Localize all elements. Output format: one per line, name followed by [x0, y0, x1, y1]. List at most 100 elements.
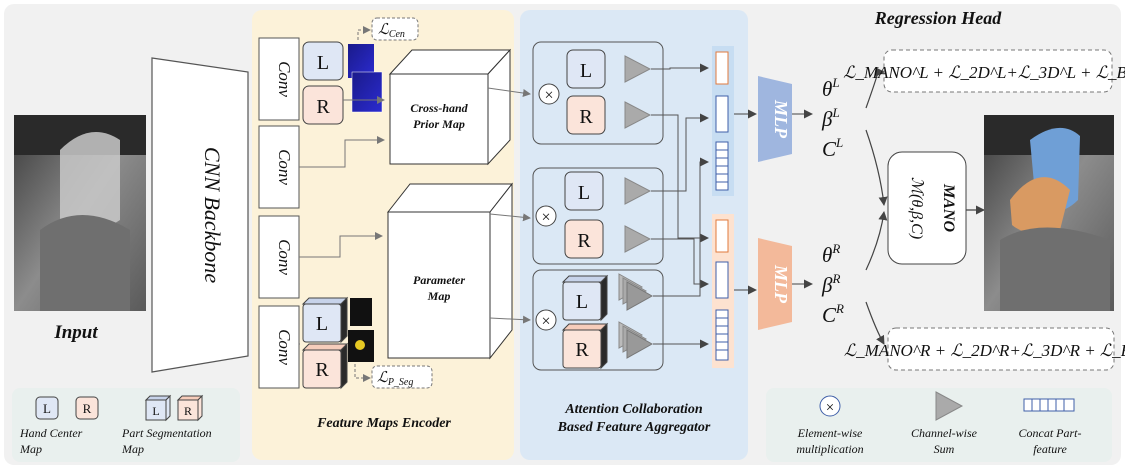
encoder-caption: Feature Maps Encoder — [316, 416, 451, 431]
regression-head-label: Regression Head — [874, 8, 1003, 28]
svg-text:R: R — [577, 230, 591, 252]
mlp-left: MLP — [758, 76, 792, 162]
legend-part-seg: L R Part Segmentation Map — [121, 394, 212, 456]
heatmap-right — [351, 71, 383, 113]
arrow-param-to-agg2 — [489, 315, 531, 324]
params-right: θR βR CR — [821, 241, 844, 327]
aggregator-caption-2: Based Feature Aggregator — [557, 420, 711, 435]
loss-seg-label: ℒP_Seg — [377, 370, 413, 388]
svg-text:Cross-hand: Cross-hand — [410, 101, 468, 115]
svg-text:Map: Map — [427, 289, 451, 303]
backbone-label: CNN Backbone — [200, 147, 225, 283]
legend-elementwise: × Element-wise multiplication — [796, 395, 864, 456]
svg-text:Prior Map: Prior Map — [413, 117, 465, 131]
svg-text:MLP: MLP — [771, 99, 791, 139]
svg-text:L: L — [317, 52, 329, 74]
svg-text:R: R — [579, 106, 593, 128]
svg-text:ℳ(θ,β,C): ℳ(θ,β,C) — [908, 177, 925, 239]
cnn-backbone-shape — [151, 57, 249, 373]
aggregator-connections — [651, 63, 709, 349]
arrow-conv2-to-prior — [299, 136, 385, 168]
svg-text:Parameter: Parameter — [413, 273, 465, 287]
cross-hand-prior-cube: Cross-hand Prior Map — [388, 48, 512, 166]
svg-text:R: R — [316, 96, 330, 118]
legend-concat: Concat Part- feature — [1019, 398, 1082, 456]
svg-text:Conv: Conv — [275, 149, 294, 185]
hand-center-right-box: R — [302, 85, 344, 125]
svg-text:βL: βL — [821, 105, 840, 131]
params-left: θL βL CL — [821, 75, 843, 161]
legend-channel-sum: Channel-wise Sum — [911, 391, 978, 456]
svg-text:Map: Map — [19, 442, 42, 456]
svg-text:Element-wise: Element-wise — [797, 426, 863, 440]
svg-text:×: × — [541, 313, 550, 330]
loss-box-left — [883, 49, 1113, 93]
arrow-prior-to-agg — [487, 87, 531, 97]
part-seg-left-box: L — [301, 296, 349, 344]
svg-text:βR: βR — [821, 271, 840, 297]
svg-text:Conv: Conv — [275, 239, 294, 275]
arrow-conv3-to-param — [299, 232, 383, 258]
svg-text:multiplication: multiplication — [796, 442, 863, 456]
svg-text:L: L — [152, 404, 159, 418]
arrow-param-to-agg1 — [489, 213, 531, 222]
mlp-right: MLP — [758, 238, 792, 330]
svg-text:R: R — [315, 359, 329, 381]
loss-seg-box — [371, 365, 433, 389]
loss-box-right — [887, 327, 1115, 371]
svg-text:CR: CR — [822, 301, 844, 327]
svg-text:feature: feature — [1033, 442, 1067, 456]
svg-text:Hand Center: Hand Center — [19, 426, 83, 440]
svg-text:×: × — [826, 400, 834, 416]
head-arrows — [865, 67, 985, 345]
part-seg-right-box: R — [301, 342, 349, 390]
mano-box: MANO ℳ(θ,β,C) — [887, 151, 967, 265]
input-image — [14, 115, 146, 311]
input-label: Input — [53, 322, 98, 343]
svg-text:R: R — [83, 401, 92, 416]
seg-map-left — [350, 298, 372, 326]
aggregator-group-1: × L R — [532, 41, 664, 145]
svg-text:Conv: Conv — [275, 61, 294, 97]
svg-text:Part Segmentation: Part Segmentation — [121, 426, 212, 440]
svg-text:L: L — [316, 313, 328, 335]
svg-text:R: R — [184, 404, 192, 418]
loss-cen-arrow — [357, 26, 371, 40]
svg-text:R: R — [575, 339, 589, 361]
svg-text:MANO: MANO — [940, 183, 957, 232]
svg-text:L: L — [576, 291, 588, 313]
svg-text:Conv: Conv — [275, 329, 294, 365]
loss-left-label: ℒ_MANO^L + ℒ_2D^L+ℒ_3D^L + ℒ_BL^L — [843, 63, 1125, 82]
loss-cen-label: ℒCen — [378, 22, 405, 40]
svg-text:CL: CL — [822, 135, 843, 161]
aggregator-caption-1: Attention Collaboration — [564, 402, 703, 417]
concat-column-right — [712, 214, 734, 368]
svg-text:Concat Part-: Concat Part- — [1019, 426, 1082, 440]
svg-text:Channel-wise: Channel-wise — [911, 426, 978, 440]
svg-text:Sum: Sum — [934, 442, 955, 456]
output-image — [984, 115, 1114, 311]
aggregator-group-2: × L R — [532, 167, 664, 265]
svg-text:θR: θR — [822, 241, 840, 267]
conv-box-4: Conv — [258, 305, 300, 389]
loss-cen-box — [371, 17, 419, 41]
svg-text:L: L — [580, 60, 592, 82]
conv-box-3: Conv — [258, 215, 300, 299]
svg-text:Map: Map — [121, 442, 144, 456]
svg-text:θL: θL — [822, 75, 840, 101]
aggregator-group-3: × L R — [532, 269, 664, 371]
seg-blob — [355, 340, 365, 350]
svg-text:L: L — [43, 401, 51, 416]
concat-column-left — [712, 46, 734, 196]
svg-text:×: × — [544, 87, 553, 104]
conv-box-1: Conv — [258, 37, 300, 121]
svg-text:L: L — [578, 182, 590, 204]
parameter-map-cube: Parameter Map — [386, 182, 514, 360]
legend-hand-center: L R Hand Center Map — [19, 396, 99, 456]
svg-text:×: × — [541, 209, 550, 226]
hand-center-left-box: L — [302, 41, 344, 81]
conv-box-2: Conv — [258, 125, 300, 209]
loss-right-label: ℒ_MANO^R + ℒ_2D^R+ℒ_3D^R + ℒ_BL^R — [844, 341, 1125, 360]
